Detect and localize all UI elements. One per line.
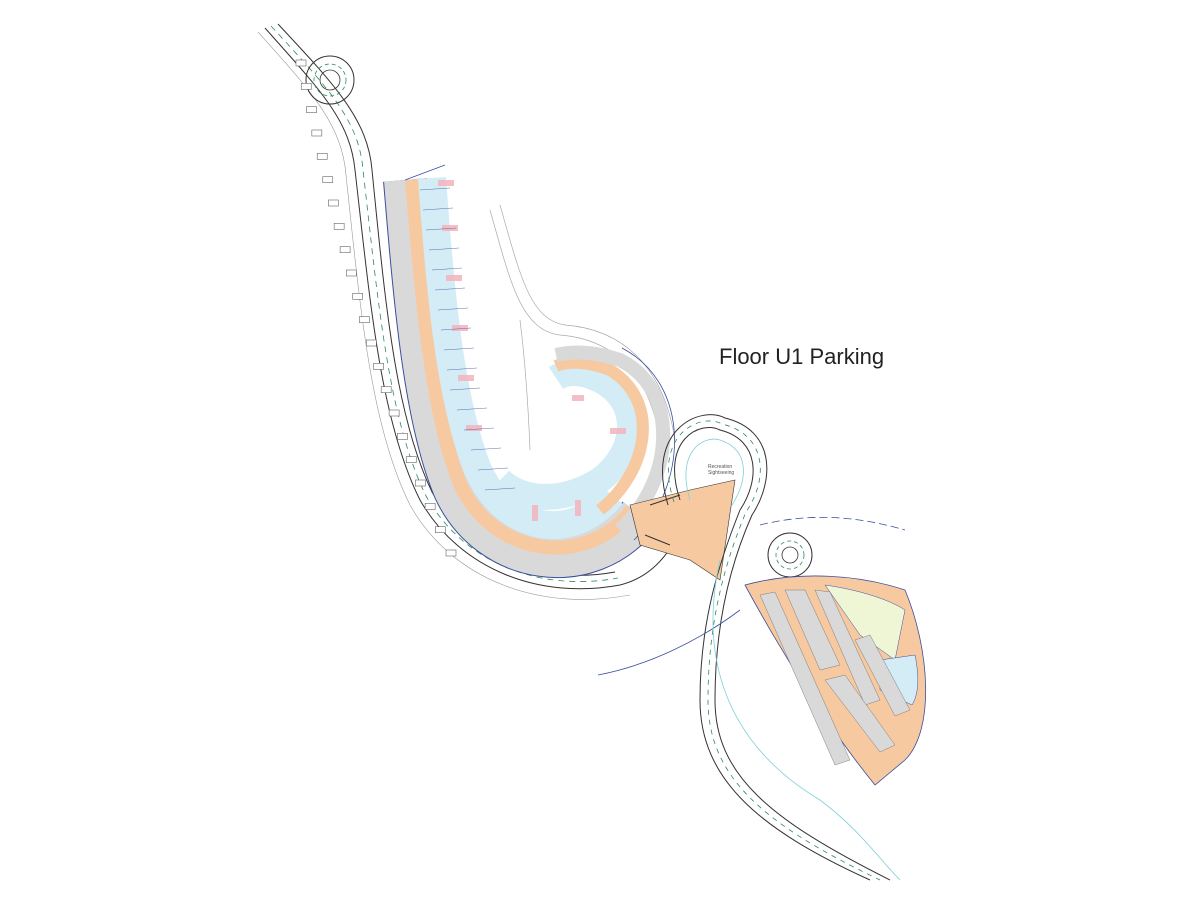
bay-divider — [449, 387, 481, 391]
roadside-bay — [405, 456, 417, 463]
roadside-bay — [300, 83, 312, 90]
bay-divider — [434, 287, 466, 291]
sightseeing-loop-road — [597, 414, 906, 881]
plan-title: Floor U1 Parking — [719, 344, 885, 369]
roadside-bay — [380, 386, 392, 393]
parking-structure-east — [744, 575, 927, 786]
roadside-bay — [295, 59, 307, 67]
bay-divider — [431, 267, 463, 271]
curb-line — [712, 559, 901, 881]
roadside-bay — [339, 246, 351, 253]
roadside-bay — [424, 503, 436, 510]
roadside-bay — [345, 269, 357, 277]
roadside-bay — [306, 106, 317, 113]
roadside-bay — [373, 363, 384, 370]
roadside-bay — [352, 293, 364, 300]
bay-divider — [419, 187, 451, 191]
roadside-bay — [388, 409, 400, 417]
roadside-bay — [366, 339, 377, 347]
bay-divider — [437, 307, 469, 311]
bay-gridlines — [419, 187, 516, 491]
bay-divider — [477, 467, 509, 471]
roadside-bay — [322, 176, 334, 183]
highlight-bays — [438, 180, 626, 521]
roadside-bay — [435, 526, 446, 533]
parking-structure-west — [383, 164, 675, 578]
bay-divider — [470, 447, 502, 451]
bay-divider — [446, 367, 478, 371]
roadside-bay — [415, 479, 426, 487]
recreation-sightseeing-label: Recreation Sightseeing — [708, 464, 735, 476]
roadside-bay — [333, 223, 345, 230]
roadside-bay — [397, 433, 408, 440]
roadside-parking — [295, 59, 457, 557]
roadside-bay — [445, 549, 457, 557]
roundabout-north — [305, 55, 355, 105]
bay-divider — [463, 427, 495, 431]
roadside-bay — [328, 199, 339, 207]
bay-divider — [425, 227, 457, 231]
bay-divider — [440, 327, 472, 331]
bay-divider — [456, 407, 488, 411]
roadside-bay — [359, 316, 370, 323]
roundabout-east — [767, 532, 813, 578]
bay-divider — [428, 247, 460, 251]
bay-divider — [484, 487, 516, 491]
roadside-bay — [316, 153, 328, 160]
roadside-bay — [311, 129, 323, 137]
pedestrian-bridge — [629, 479, 736, 581]
bay-divider — [422, 207, 454, 211]
bay-divider — [443, 347, 475, 351]
